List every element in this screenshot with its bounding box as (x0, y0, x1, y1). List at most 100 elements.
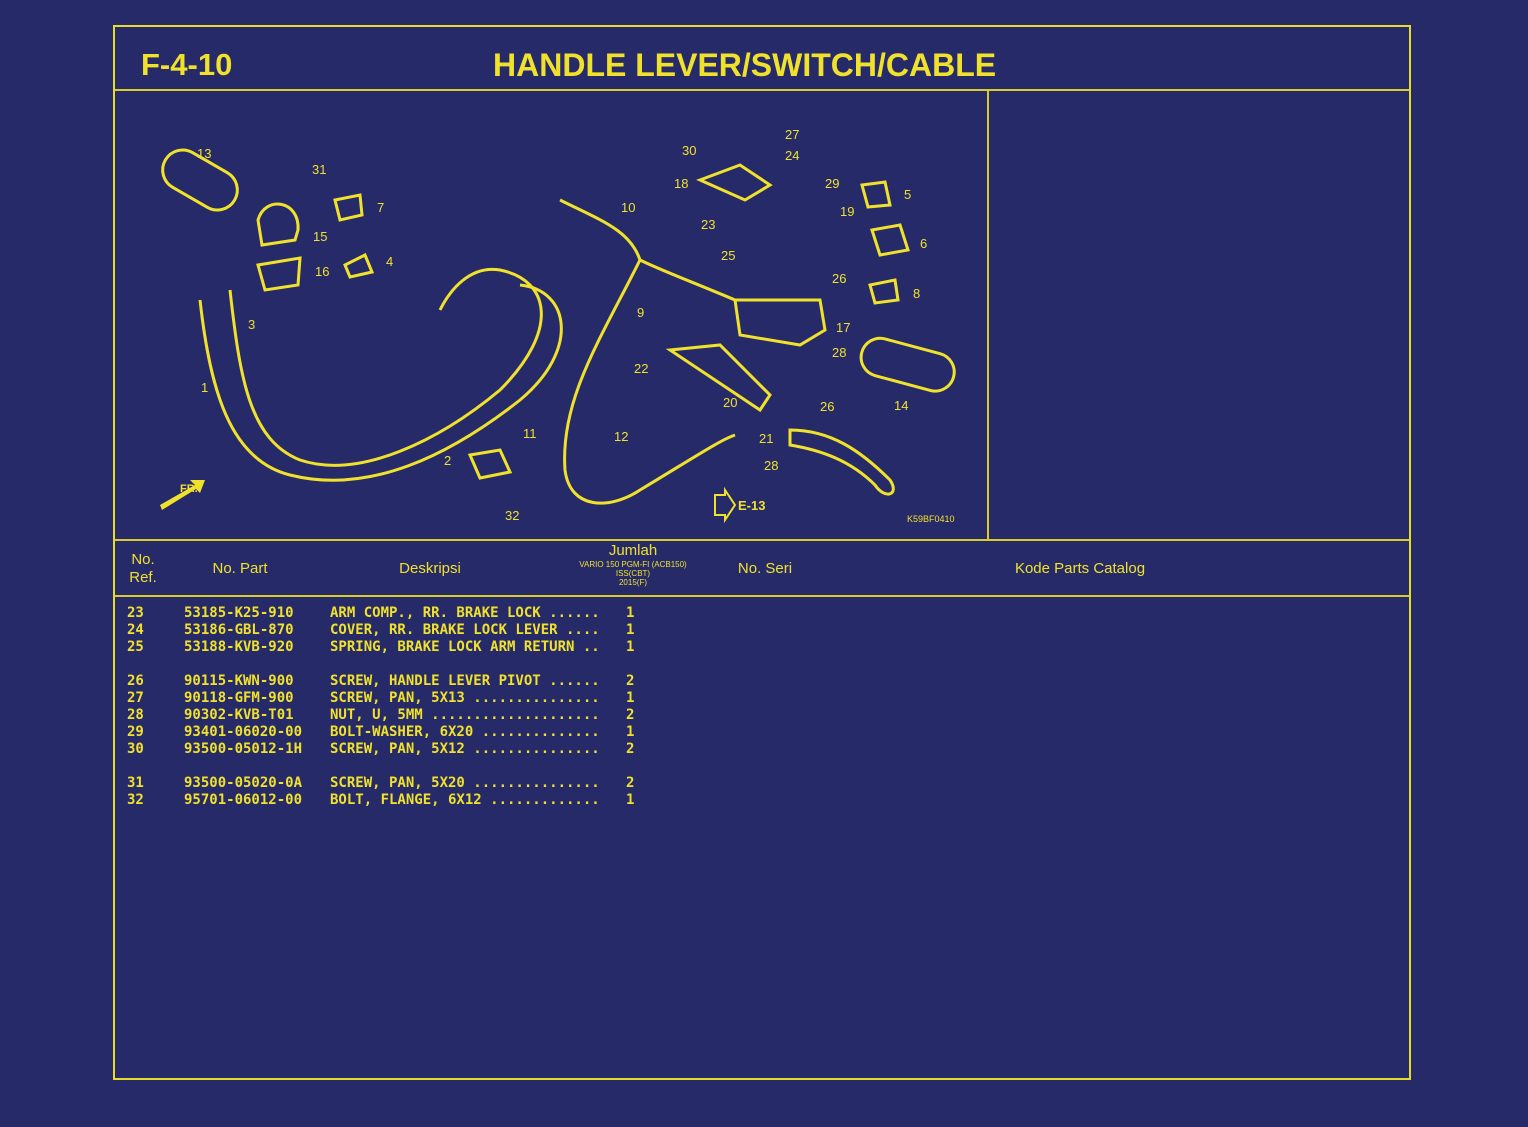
front-marker: FR. (180, 483, 198, 495)
cell-qty: 2 (626, 774, 635, 791)
callout-label: 13 (197, 146, 211, 161)
callout-label: 26 (820, 399, 834, 414)
callout-label: 22 (634, 361, 648, 376)
cell-part: 93500-05020-0A (184, 774, 303, 791)
divider (115, 539, 1409, 541)
callout-label: 17 (836, 320, 850, 335)
callout-label: 28 (832, 345, 846, 360)
cell-qty: 2 (626, 672, 635, 689)
section-code: F-4-10 (141, 47, 233, 82)
cell-qty: 1 (626, 724, 635, 741)
callout-label: 9 (637, 305, 644, 320)
col-qty-year: 2015(F) (618, 578, 647, 587)
callout-label: 4 (386, 254, 393, 269)
cell-part: 53185-K25-910 (184, 605, 294, 621)
table-row: 23 53185-K25-910 ARM COMP., RR. BRAKE LOCK… (127, 605, 646, 622)
table-row: 29 93401-06020-00 BOLT-WASHER, 6X20 ......… (127, 724, 646, 741)
callout-label: 7 (377, 200, 384, 215)
cell-desc: SCREW, PAN, 5X12 ............... (330, 741, 600, 758)
col-part: No. Part (212, 560, 268, 577)
callout-label: 30 (682, 143, 696, 158)
cell-ref: 25 (127, 639, 144, 656)
col-ref-line2: Ref. (129, 569, 157, 586)
cell-part: 93500-05012-1H (184, 741, 303, 758)
cell-ref: 27 (127, 689, 144, 706)
cell-part: 95701-06012-00 (184, 791, 303, 808)
drawing-code: K59BF0410 (907, 514, 955, 524)
col-ref: No.Ref. (121, 551, 165, 587)
callout-label: 20 (723, 395, 737, 410)
divider (987, 90, 989, 541)
cell-ref: 26 (127, 672, 144, 689)
callout-label: 8 (913, 286, 920, 301)
callout-label: 18 (674, 176, 688, 191)
cell-qty: 1 (626, 689, 635, 706)
reference-link[interactable]: E-13 (738, 498, 765, 513)
parts-catalog-frame: F-4-10 HANDLE LEVER/SWITCH/CABLE No.Ref.… (113, 25, 1411, 1080)
cell-desc: BOLT, FLANGE, 6X12 ............. (330, 791, 600, 808)
col-ref-line1: No. (131, 551, 155, 568)
parts-table: 23 53185-K25-910 ARM COMP., RR. BRAKE LOCK… (127, 605, 646, 809)
col-qty: Jumlah VARIO 150 PGM-FI (ACB150) ISS(CBT… (565, 542, 701, 587)
callout-label: 28 (764, 458, 778, 473)
callout-label: 12 (614, 429, 628, 444)
cell-qty: 2 (626, 741, 635, 758)
cell-ref: 23 (127, 605, 144, 621)
cell-part: 53188-KVB-920 (184, 639, 294, 656)
col-qty-model: VARIO 150 PGM-FI (ACB150) (579, 560, 687, 569)
cell-part: 90302-KVB-T01 (184, 707, 294, 724)
cell-desc: BOLT-WASHER, 6X20 .............. (330, 724, 600, 741)
cell-desc: SCREW, PAN, 5X13 ............... (330, 689, 600, 706)
callout-label: 26 (832, 271, 846, 286)
cell-ref: 30 (127, 741, 144, 758)
callout-label: 16 (315, 264, 329, 279)
col-serial: No. Seri (737, 560, 793, 577)
callout-label: 27 (785, 127, 799, 142)
cell-qty: 1 (626, 791, 635, 808)
cell-ref: 31 (127, 774, 144, 791)
cell-desc: NUT, U, 5MM .................... (330, 707, 600, 724)
cell-desc: COVER, RR. BRAKE LOCK LEVER .... (330, 622, 600, 639)
cell-qty: 2 (626, 707, 635, 724)
divider (115, 89, 1409, 91)
callout-label: 2 (444, 453, 451, 468)
cell-part: 90115-KWN-900 (184, 672, 294, 689)
callout-label: 23 (701, 217, 715, 232)
cell-part: 93401-06020-00 (184, 724, 303, 741)
cell-desc: SCREW, HANDLE LEVER PIVOT ...... (330, 672, 600, 689)
table-row: 25 53188-KVB-920 SPRING, BRAKE LOCK ARM RE… (127, 639, 646, 656)
table-row: 31 93500-05020-0A SCREW, PAN, 5X20 .......… (127, 775, 646, 792)
front-arrow-icon (160, 480, 205, 510)
reference-arrow-icon (714, 486, 737, 524)
callout-label: 14 (894, 398, 908, 413)
cell-desc: SCREW, PAN, 5X20 ............... (330, 774, 600, 791)
page-title: HANDLE LEVER/SWITCH/CABLE (493, 47, 997, 83)
callout-label: 15 (313, 229, 327, 244)
cell-qty: 1 (626, 639, 635, 656)
cell-desc: SPRING, BRAKE LOCK ARM RETURN .. (330, 639, 600, 656)
cell-ref: 29 (127, 724, 144, 741)
callout-label: 21 (759, 431, 773, 446)
col-qty-variant: ISS(CBT) (615, 569, 651, 578)
callout-label: 31 (312, 162, 326, 177)
callout-label: 5 (904, 187, 911, 202)
callout-label: 24 (785, 148, 799, 163)
table-row: 26 90115-KWN-900 SCREW, HANDLE LEVER PIVOT… (127, 673, 646, 690)
callout-label: 10 (621, 200, 635, 215)
callout-label: 3 (248, 317, 255, 332)
callout-label: 32 (505, 508, 519, 523)
cell-part: 53186-GBL-870 (184, 622, 294, 639)
col-desc: Deskripsi (399, 560, 461, 577)
callout-label: 29 (825, 176, 839, 191)
col-catalog: Kode Parts Catalog (1014, 560, 1146, 577)
cell-desc: ARM COMP., RR. BRAKE LOCK ...... (330, 605, 600, 621)
col-qty-label: Jumlah (608, 542, 658, 559)
callout-label: 19 (840, 204, 854, 219)
callout-label: 11 (523, 426, 537, 441)
table-row: 30 93500-05012-1H SCREW, PAN, 5X12 .......… (127, 741, 646, 758)
